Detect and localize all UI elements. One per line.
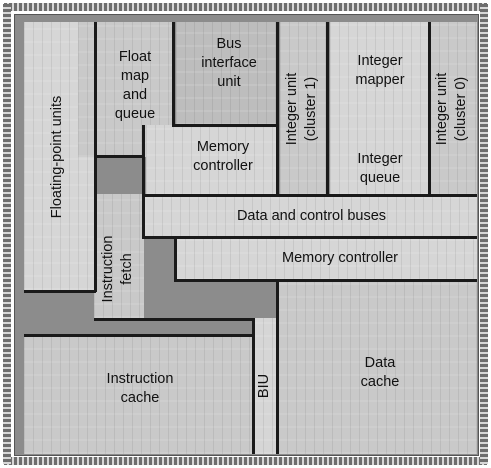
bus-interface-unit-label: Bus interface unit [201, 36, 257, 90]
data-cache-block [278, 282, 477, 454]
instruction-cache-label: Instruction cache [106, 371, 174, 406]
memory-controller-mid-block [176, 238, 477, 280]
integer-mapper-queue-block [330, 22, 428, 195]
right-pad-ring [480, 4, 488, 464]
boundary-line [142, 236, 477, 239]
data-control-buses-label: Data and control buses [236, 208, 387, 224]
boundary-line [24, 334, 254, 337]
boundary-line [24, 290, 96, 293]
integer-unit-cluster1-label: Integer unit (cluster 1) [284, 72, 319, 146]
floating-point-units-label: Floating-point units [49, 95, 65, 219]
bottom-pad-ring [4, 457, 487, 465]
left-pad-ring [3, 4, 11, 464]
boundary-line [174, 236, 177, 282]
biu-label: BIU [256, 373, 272, 399]
boundary-line [142, 194, 477, 197]
integer-queue-label: Integer queue [357, 151, 403, 186]
boundary-line [94, 318, 254, 321]
float-map-queue-label: Float map and queue [114, 49, 156, 122]
integer-unit-cluster0-label: Integer unit (cluster 0) [434, 72, 469, 146]
boundary-line [326, 22, 329, 196]
bus-interface-unit-block [176, 22, 276, 125]
boundary-line [94, 155, 144, 158]
boundary-line [174, 279, 477, 282]
data-cache-label: Data cache [360, 355, 400, 390]
boundary-line [142, 125, 145, 238]
instruction-fetch-block [94, 194, 144, 318]
integer-mapper-label: Integer mapper [355, 53, 405, 88]
integer-unit-cluster0-block [430, 22, 477, 195]
memory-controller-mid-label: Memory controller [281, 250, 399, 266]
boundary-line [276, 279, 279, 454]
data-control-buses-block [144, 196, 477, 238]
instruction-fetch-label: Instruction fetch [100, 235, 135, 303]
boundary-line [276, 22, 279, 196]
memory-controller-top-label: Memory controller [193, 139, 253, 174]
boundary-line [252, 318, 255, 454]
integer-unit-cluster1-block [280, 22, 328, 195]
boundary-line [428, 22, 431, 196]
boundary-line [172, 22, 175, 127]
biu-block [254, 318, 276, 454]
memory-controller-top-block [146, 125, 276, 195]
top-pad-ring [4, 3, 487, 11]
boundary-line [172, 124, 278, 127]
instruction-cache-block [24, 336, 254, 454]
